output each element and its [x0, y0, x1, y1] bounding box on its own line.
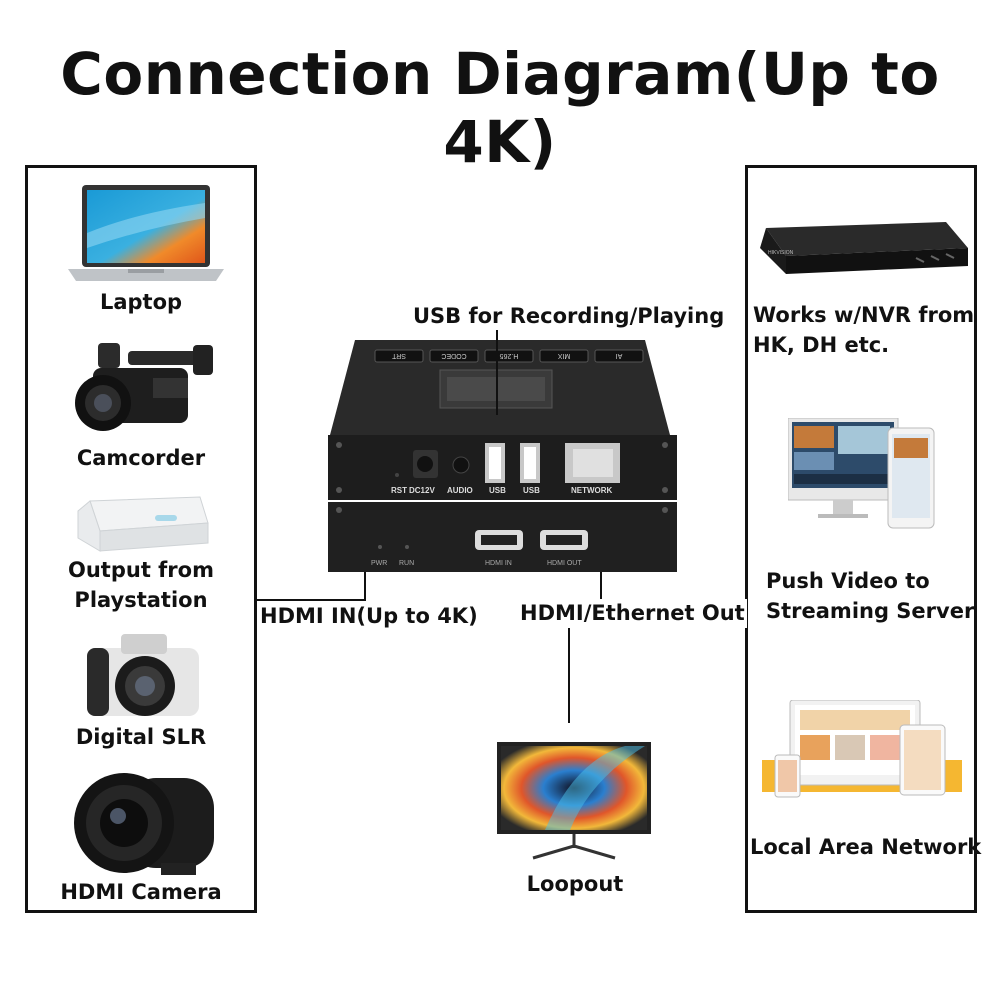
- nvr-label: Works w/NVR from HK, DH etc.: [753, 303, 975, 357]
- loopout-label: Loopout: [526, 872, 624, 896]
- svg-text:USB: USB: [523, 486, 540, 495]
- input-sources-panel: Laptop Camcorder Output from Playstation…: [25, 165, 257, 913]
- svg-text:MIX: MIX: [557, 352, 570, 359]
- streaming-server-icon: [788, 418, 935, 529]
- hdmi-in-annotation: HDMI IN(Up to 4K): [260, 604, 478, 628]
- svg-text:RUN: RUN: [399, 560, 414, 567]
- encoder-device: SRT CODEC H.265 MIX AI RST DC12V AUDIO U…: [328, 340, 677, 572]
- camcorder-label: Camcorder: [76, 446, 206, 470]
- hdmi-in-vertical-line: [364, 565, 366, 601]
- laptop-label: Laptop: [99, 290, 183, 314]
- svg-text:HDMI IN: HDMI IN: [485, 560, 512, 567]
- hdmi-camera-icon: [74, 773, 214, 875]
- svg-text:USB: USB: [489, 486, 506, 495]
- lan-icon: [762, 700, 962, 798]
- svg-text:HDMI OUT: HDMI OUT: [547, 560, 582, 567]
- nvr-icon: HIKVISION: [760, 222, 968, 274]
- nvr-brand-text: HIKVISION: [768, 250, 794, 256]
- svg-text:SRT: SRT: [391, 352, 406, 359]
- hdmi-out-annotation: HDMI/Ethernet Out: [518, 599, 747, 629]
- dslr-label: Digital SLR: [75, 725, 207, 749]
- svg-text:NETWORK: NETWORK: [571, 486, 613, 495]
- svg-text:AI: AI: [616, 352, 623, 359]
- camcorder-icon: [75, 343, 213, 431]
- diagram-title: Connection Diagram(Up to 4K): [60, 40, 940, 176]
- loopout-monitor-icon: [497, 742, 651, 860]
- ethernet-out-vertical-line: [600, 565, 602, 601]
- console-icon: [77, 496, 209, 552]
- svg-text:CODEC: CODEC: [441, 352, 466, 359]
- svg-text:AUDIO: AUDIO: [447, 486, 473, 495]
- function-buttons: SRT CODEC H.265 MIX AI: [374, 349, 644, 363]
- svg-text:PWR: PWR: [371, 560, 387, 567]
- usb-pointer-line: [496, 330, 498, 415]
- hdmi-in-line: [257, 599, 365, 601]
- svg-text:H.265: H.265: [500, 352, 519, 359]
- usb-annotation: USB for Recording/Playing: [413, 304, 725, 328]
- loopout-line: [568, 600, 570, 723]
- dslr-icon: [87, 634, 199, 716]
- svg-text:DC12V: DC12V: [409, 486, 435, 495]
- playstation-label: Output from Playstation: [68, 558, 214, 612]
- output-targets-panel: HIKVISION Works w/NVR from HK, DH etc. P…: [745, 165, 981, 913]
- svg-text:RST: RST: [391, 486, 407, 495]
- lan-label: Local Area Network: [750, 835, 982, 859]
- laptop-icon: [68, 185, 224, 281]
- hdmi-camera-label: HDMI Camera: [60, 880, 222, 904]
- streaming-label: Push Video to Streaming Server: [766, 569, 975, 623]
